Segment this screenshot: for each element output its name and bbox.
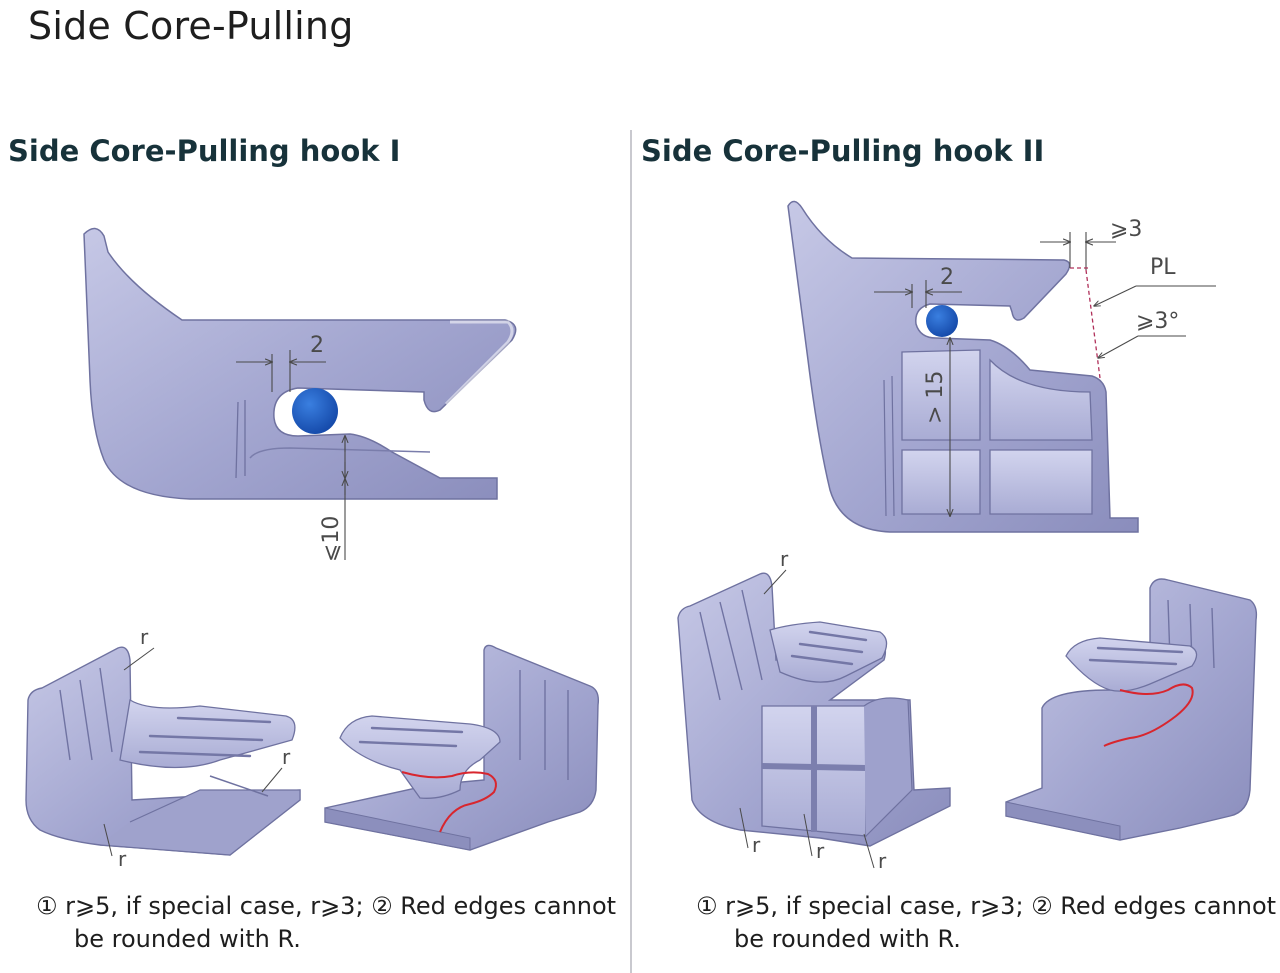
hook-2-parting-line-label: PL — [1150, 255, 1176, 280]
hook-2-gap-dimension: 2 — [940, 265, 954, 290]
panel-title-hook-1: Side Core-Pulling hook I — [8, 134, 401, 168]
hook-2-height-dimension: > 15 — [923, 371, 948, 424]
panel-divider — [630, 130, 632, 973]
hook-1-3d-view-b — [324, 644, 600, 851]
hook-2-caption-line-2: be rounded with R. — [734, 925, 961, 953]
hook-1-gap-dimension: 2 — [310, 333, 324, 358]
hook-2-draft-angle-label: ⩾3° — [1136, 309, 1179, 334]
hook-1-radius-label: r — [282, 745, 291, 769]
hook-2-radius-label: r — [752, 833, 761, 857]
hook-2-red-edge — [1103, 683, 1194, 747]
hook-2-radius-label: r — [780, 547, 789, 571]
hook-2-radius-label: r — [816, 839, 825, 863]
hook-2-caption-line-1: ① r⩾5, if special case, r⩾3; ② Red edges… — [696, 892, 1277, 920]
hook-2-section-view: 2 ⩾3 PL ⩾3° > 15 — [787, 200, 1216, 533]
hook-1-red-edge — [401, 771, 497, 833]
page-title: Side Core-Pulling — [28, 4, 354, 48]
hook-2-3d-view-b — [1005, 578, 1258, 841]
hook-1-radius-label: r — [140, 625, 149, 649]
hook-1-section-view: 2 ⩽10 — [83, 227, 517, 562]
hook-1-radius-label: r — [118, 847, 127, 871]
hook-1-3d-view-a: r r r — [25, 625, 301, 871]
panel-title-hook-2: Side Core-Pulling hook II — [641, 134, 1045, 168]
hook-1-caption-line-2: be rounded with R. — [74, 925, 301, 953]
hook-2-3d-view-a: r r r r — [677, 547, 951, 873]
hook-1-caption: ① r⩾5, if special case, r⩾3; ② Red edges… — [36, 890, 616, 956]
hook-1-height-dimension: ⩽10 — [319, 516, 344, 562]
hook-2-radius-label: r — [878, 849, 887, 873]
hook-1-caption-line-1: ① r⩾5, if special case, r⩾3; ② Red edges… — [36, 892, 617, 920]
hook-2-ball — [926, 305, 958, 337]
hook-2-clearance-dimension: ⩾3 — [1110, 217, 1142, 242]
hook-2-caption: ① r⩾5, if special case, r⩾3; ② Red edges… — [696, 890, 1276, 956]
hook-1-ball — [292, 388, 338, 434]
